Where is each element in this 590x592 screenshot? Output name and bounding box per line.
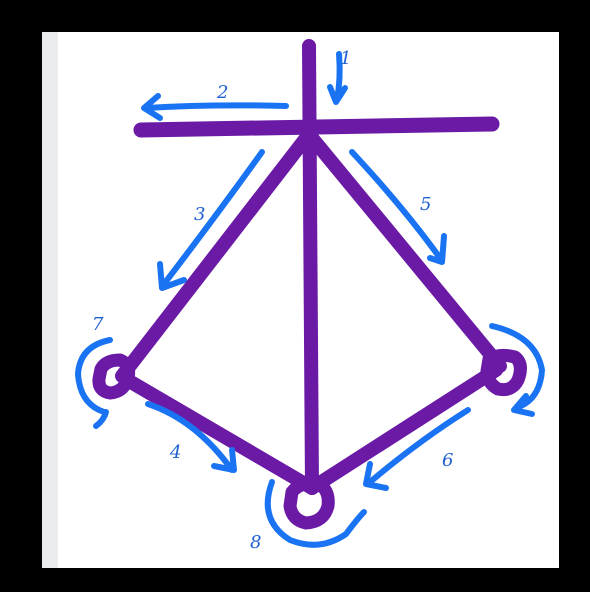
step-label-2: 2 xyxy=(216,82,228,103)
step-label-6: 6 xyxy=(442,450,453,471)
step-label-1: 1 xyxy=(340,48,351,69)
step-label-4: 4 xyxy=(169,442,181,463)
step-label-5: 5 xyxy=(420,194,431,215)
page-left-margin xyxy=(42,32,58,568)
stroke-vertical xyxy=(309,46,312,488)
step-label-7: 7 xyxy=(92,314,104,335)
step-label-8: 8 xyxy=(250,532,261,553)
stroke-horizontal xyxy=(141,124,492,130)
step-label-3: 3 xyxy=(194,204,205,225)
